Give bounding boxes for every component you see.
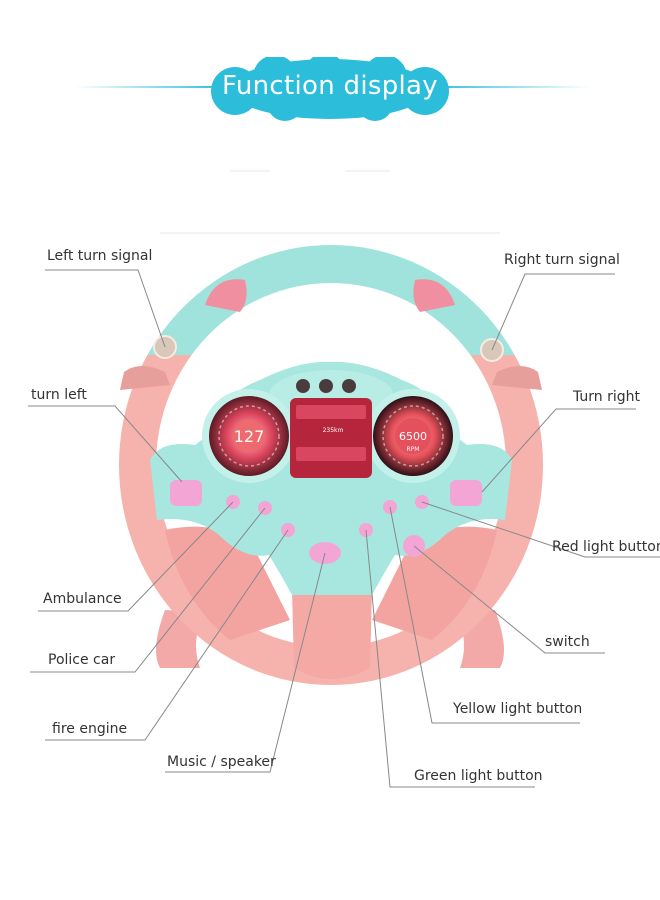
- rim-seam-left: [120, 366, 170, 390]
- label-music-speaker: Music / speaker: [167, 754, 276, 770]
- banner-cloud-shape: [211, 57, 449, 121]
- warning-light-row: [296, 379, 356, 393]
- center-readout: 235km: [323, 427, 344, 434]
- dashboard: 127 6500 RPM 235km: [202, 370, 460, 483]
- left-gauge-value: 127: [234, 427, 265, 446]
- background-ghost-marks: [160, 170, 500, 234]
- banner-title: Function display: [222, 71, 438, 101]
- label-left-turn-signal: Left turn signal: [47, 248, 153, 264]
- leader-lines: [28, 269, 660, 788]
- label-green-light-button: Green light button: [414, 768, 543, 784]
- turn-left-button[interactable]: [170, 480, 202, 506]
- label-police-car: Police car: [48, 652, 116, 668]
- cat-ear-right: [413, 279, 455, 312]
- label-turn-left: turn left: [31, 387, 87, 403]
- spoke-left: [165, 526, 290, 640]
- cat-ear-left: [205, 279, 247, 312]
- label-red-light-button: Red light button: [552, 539, 660, 555]
- label-ambulance: Ambulance: [43, 591, 122, 607]
- turn-right-button[interactable]: [450, 480, 482, 506]
- rim-seam-right: [492, 366, 542, 390]
- spoke-right: [372, 526, 497, 640]
- label-fire-engine: fire engine: [52, 721, 128, 737]
- label-turn-right: Turn right: [573, 389, 641, 405]
- wheel-rim-top: [147, 245, 515, 355]
- right-gauge-unit: RPM: [407, 446, 420, 453]
- label-switch: switch: [545, 634, 590, 650]
- banner-line-right: [430, 86, 590, 88]
- label-yellow-light-button: Yellow light button: [453, 701, 583, 717]
- spoke-bottom: [292, 590, 372, 679]
- right-gauge-value: 6500: [399, 430, 427, 443]
- label-right-turn-signal: Right turn signal: [504, 252, 620, 268]
- banner-line-left: [75, 86, 225, 88]
